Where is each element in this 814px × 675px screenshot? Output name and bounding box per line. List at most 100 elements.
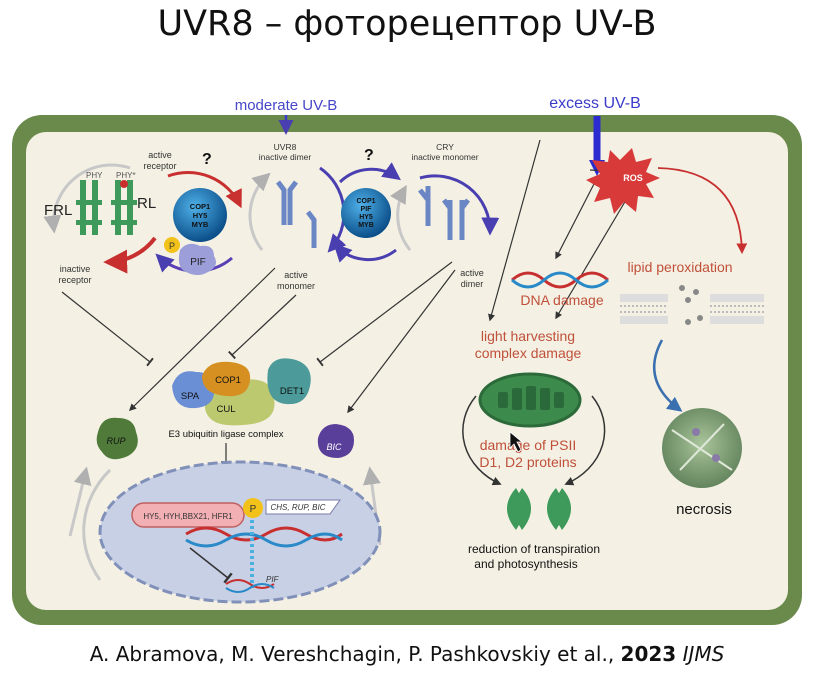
cop1-hy5-myb-complex — [173, 188, 227, 242]
necrosis-spot-2 — [712, 454, 720, 462]
uvb-to-lhc-arrow — [488, 139, 541, 322]
phy-active-icon — [111, 180, 137, 235]
phy-star-label: PHY* — [116, 171, 136, 180]
e3-complex-label: E3 ubiquitin ligase complex — [168, 429, 283, 440]
uvr8-active-label-1: active — [284, 270, 308, 280]
nucleus — [98, 460, 382, 604]
cry-activation-arrow-top — [338, 162, 401, 184]
stomata-icon — [507, 488, 571, 530]
dna-strand-blue — [185, 532, 343, 548]
light-harvesting-label-2: complex damage — [475, 345, 582, 361]
uvr8-active-label-2: monomer — [277, 281, 315, 291]
phosphate-icon-1 — [164, 237, 180, 253]
cop1-protein — [202, 361, 251, 397]
bic-protein — [317, 424, 354, 458]
phy-label: PHY — [86, 171, 103, 180]
phy-inactive-icon — [76, 180, 102, 235]
bic-label: BIC — [326, 442, 342, 452]
moderate-uvb-label: moderate UV-B — [235, 97, 338, 114]
cry-activation-arrow-bottom — [333, 243, 397, 263]
rup-feedback-arrow — [68, 466, 92, 537]
necrosis-label: necrosis — [676, 501, 732, 518]
transcription-factor-label: HY5, HYH,BBX21, HFR1 — [143, 512, 233, 521]
phosphate-label-2: P — [250, 504, 257, 515]
complex1-myb: MYB — [192, 220, 209, 229]
cry-return-arrow — [390, 184, 412, 251]
inactive-receptor-label-2: receptor — [58, 275, 91, 285]
rl-label: RL — [137, 195, 156, 212]
lipid-to-necrosis-arrow — [653, 339, 683, 412]
cry-active-label-1: active — [460, 268, 484, 278]
spa-label: SPA — [181, 391, 200, 402]
transpiration-label-2: and photosynthesis — [474, 557, 577, 571]
target-genes-label: CHS, RUP, BIC — [271, 503, 326, 512]
cry-monomer-icon — [418, 186, 431, 226]
uvr8-to-rup-arrow — [128, 267, 276, 412]
det1-protein — [267, 358, 311, 405]
chloroplast-loop-left — [462, 395, 502, 486]
cry-to-bic-arrow — [347, 269, 456, 414]
pif-protein-blob — [178, 243, 216, 275]
excess-uvb-label: excess UV-B — [549, 95, 641, 112]
frl-label: FRL — [44, 202, 72, 219]
citation-year: 2023 — [620, 642, 677, 666]
inactive-receptor-label-1: inactive — [60, 264, 91, 274]
cry-active-label-2: dimer — [461, 279, 484, 289]
uvr8-monomer-icon — [306, 210, 317, 248]
active-receptor-label-2: receptor — [143, 161, 176, 171]
phosphate-label-1: P — [169, 241, 175, 251]
uvr8-label: UVR8 — [274, 142, 297, 152]
phosphate-icon-2 — [243, 498, 263, 518]
pif-gene-label: PIF — [266, 575, 280, 584]
cop1-label: COP1 — [215, 375, 241, 386]
citation-authors: A. Abramova, M. Vereshchagin, P. Pashkov… — [89, 642, 615, 666]
cry-inactive-monomer-label: inactive monomer — [411, 152, 478, 162]
complex2-myb: MYB — [358, 222, 374, 229]
pif-dna-blue — [225, 583, 275, 593]
dna-damage-strand-blue — [511, 271, 609, 289]
pif-gene-inhibition — [189, 547, 233, 584]
target-genes-arrow — [265, 499, 341, 515]
necrosis-veins — [671, 423, 733, 471]
cop1-pif-hy5-myb-complex — [341, 188, 391, 238]
cul-label: CUL — [216, 404, 235, 415]
dna-damage-label: DNA damage — [520, 292, 603, 308]
citation: A. Abramova, M. Vereshchagin, P. Pashkov… — [0, 642, 814, 666]
light-harvesting-label-1: light harvesting — [481, 328, 575, 344]
ros-burst-icon — [586, 148, 660, 214]
complex2-hy5: HY5 — [359, 214, 373, 221]
complex2-cop1: COP1 — [356, 198, 375, 205]
rup-protein — [96, 417, 138, 460]
uvr8-return-arrow — [248, 172, 271, 251]
uvr8-dimer-icon — [276, 180, 298, 225]
necrosis-spot-1 — [692, 428, 700, 436]
pif-dna-red — [225, 579, 275, 589]
phy-cycle-arrow-top — [43, 163, 131, 234]
psii-damage-label-2: D1, D2 proteins — [479, 454, 576, 470]
phy-inhibits-e3-line — [61, 291, 154, 367]
question-mark-2: ? — [364, 147, 374, 164]
dna-damage-strand-red — [511, 271, 609, 289]
cry-label: CRY — [436, 142, 454, 152]
psii-damage-label-1: damage of PSII — [480, 437, 577, 453]
question-mark-1: ? — [202, 151, 212, 168]
transcription-factor-box — [131, 502, 245, 528]
complex2-pif: PIF — [361, 206, 373, 213]
cry-dimer-icon — [442, 198, 470, 240]
ros-to-lhc-arrow — [555, 199, 627, 320]
ros-label: ROS — [623, 173, 643, 183]
lipid-membrane-icon — [620, 285, 764, 325]
uvb-to-dna-arrow — [555, 179, 597, 260]
rup-label: RUP — [106, 436, 125, 446]
pif-label: PIF — [190, 257, 206, 268]
mouse-cursor-icon — [509, 431, 524, 453]
complex1-cop1: COP1 — [190, 202, 210, 211]
uvr8-inactive-dimer-label: inactive dimer — [259, 152, 312, 162]
dna-strand-red — [185, 526, 343, 542]
phy-cycle-arrow-red — [103, 236, 157, 274]
chloroplast-loop-right — [564, 395, 606, 486]
det1-label: DET1 — [280, 386, 304, 397]
slide-title: UVR8 – фоторецептор UV-B — [157, 4, 657, 44]
active-receptor-label-1: active — [148, 150, 172, 160]
